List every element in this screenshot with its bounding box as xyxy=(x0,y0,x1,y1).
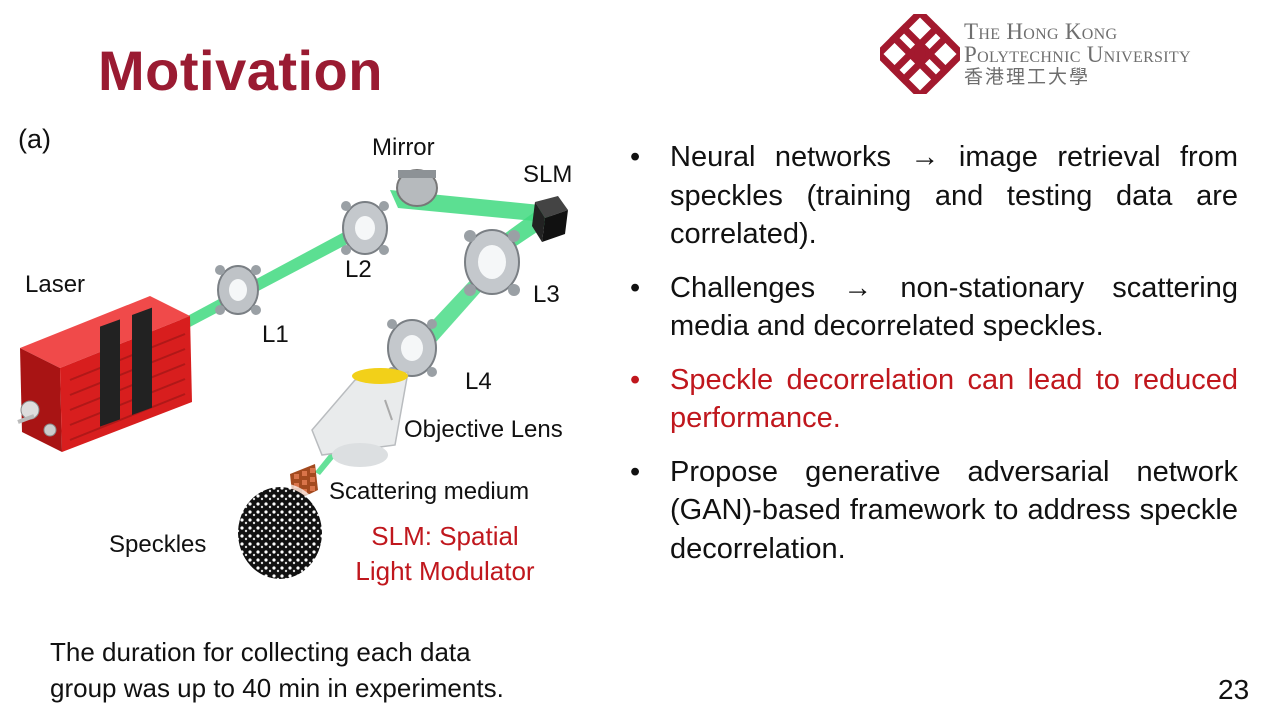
university-logo: The Hong Kong Polytechnic University 香港理… xyxy=(880,14,1272,94)
label-l1: L1 xyxy=(262,321,289,348)
bullet-item-highlighted: Speckle decorrelation can lead to reduce… xyxy=(630,361,1238,438)
objective-lens xyxy=(311,368,409,467)
speckle-pattern xyxy=(234,483,326,583)
label-slm: SLM xyxy=(523,161,573,188)
label-mirror: Mirror xyxy=(372,134,435,161)
logo-line-2: Polytechnic University xyxy=(964,42,1191,67)
label-objective-lens: Objective Lens xyxy=(404,416,563,443)
label-l4: L4 xyxy=(465,368,492,395)
slm-device xyxy=(532,196,568,242)
logo-line-1: The Hong Kong xyxy=(964,19,1118,44)
label-laser: Laser xyxy=(25,271,86,298)
label-l2: L2 xyxy=(345,256,372,283)
lens-l1 xyxy=(215,265,261,315)
footnote-line-2: group was up to 40 min in experiments. xyxy=(50,673,504,703)
polyu-emblem-icon xyxy=(880,14,960,94)
slide-title: Motivation xyxy=(98,39,383,102)
bullet-list: Neural networks → image retrieval from s… xyxy=(630,138,1238,583)
slm-definition-line-2: Light Modulator xyxy=(355,556,535,586)
bullet-item: Propose generative adversarial network (… xyxy=(630,453,1238,569)
bullet-item: Neural networks → image retrieval from s… xyxy=(630,138,1238,254)
label-l3: L3 xyxy=(533,281,560,308)
logo-text: The Hong Kong Polytechnic University 香港理… xyxy=(964,20,1191,90)
slm-definition: SLM: Spatial Light Modulator xyxy=(330,519,560,589)
optical-setup-figure: (a) Mirror SLM Laser L2 L3 L1 L4 Objecti… xyxy=(0,110,600,610)
panel-label: (a) xyxy=(18,124,51,154)
page-number: 23 xyxy=(1218,674,1250,705)
slm-definition-line-1: SLM: Spatial xyxy=(371,521,519,551)
label-scattering-medium: Scattering medium xyxy=(329,478,530,505)
laser-device xyxy=(17,296,192,452)
setup-illustration xyxy=(17,169,568,583)
mirror-mount xyxy=(396,169,438,207)
footnote-line-1: The duration for collecting each data xyxy=(50,637,471,667)
logo-line-3: 香港理工大學 xyxy=(964,67,1091,88)
bullet-item: Challenges → non-stationary scattering m… xyxy=(630,269,1238,346)
lens-l3 xyxy=(464,229,520,296)
label-speckles: Speckles xyxy=(109,531,207,558)
lens-l2 xyxy=(341,201,389,255)
lens-l4 xyxy=(387,319,437,377)
footnote: The duration for collecting each data gr… xyxy=(50,634,504,706)
